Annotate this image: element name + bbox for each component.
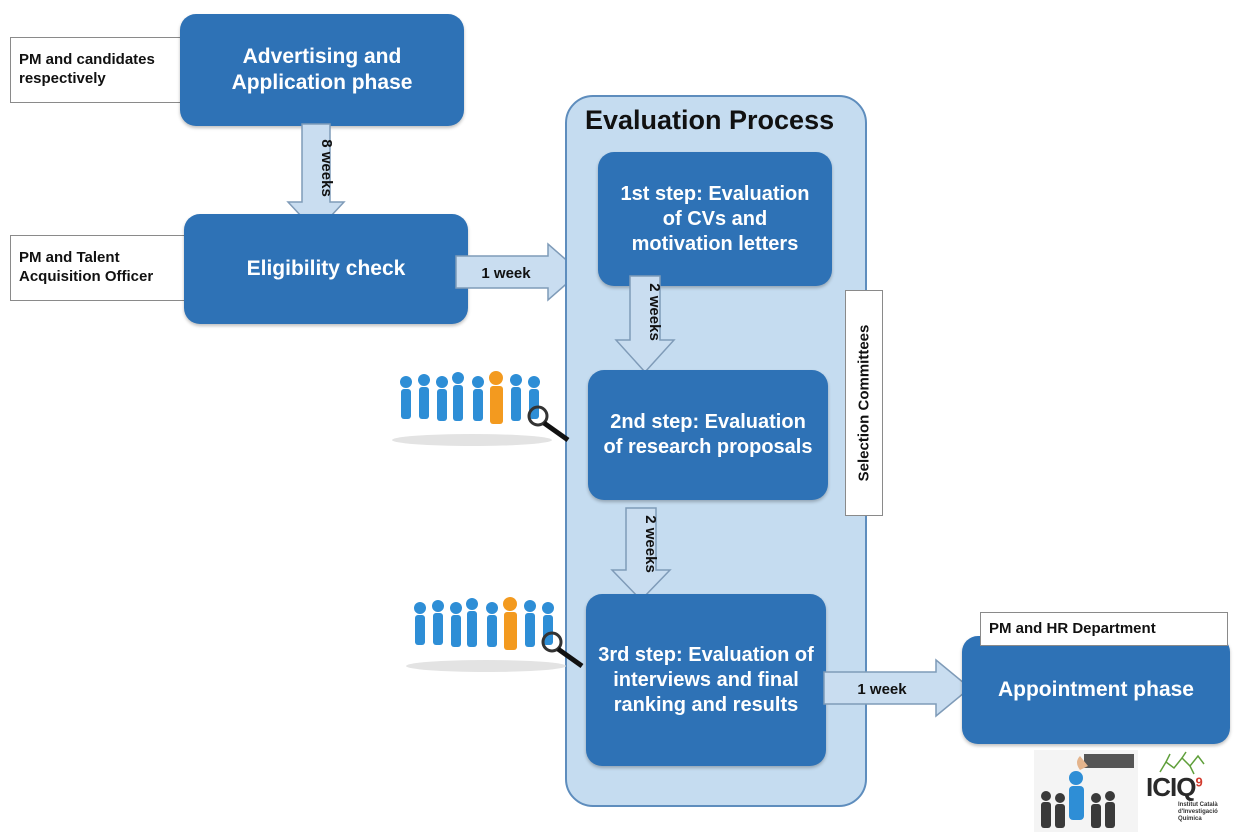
selection-committees-text: Selection Committees	[855, 324, 873, 482]
iciq-logo: ICIQ9 Institut Català d'Investigació Quí…	[1140, 751, 1236, 832]
iciq-logo-text: ICIQ	[1146, 772, 1196, 802]
arrow-adv-to-elig-text: 8 weeks	[318, 139, 335, 197]
eligibility-actor-label: PM and Talent Acquisition Officer	[10, 235, 210, 301]
arrow-step1-to-step2: 2 weeks	[614, 275, 676, 374]
iciq-logo-subtitle: Institut Català d'Investigació Química	[1178, 802, 1218, 822]
selection-committees-label: Selection Committees	[845, 290, 883, 516]
arrow-step2-to-step3-text: 2 weeks	[642, 515, 659, 573]
appointment-actor-label: PM and HR Department	[980, 612, 1228, 646]
people-group-icon	[392, 371, 570, 446]
appointment-phase-box: Appointment phase	[962, 636, 1230, 744]
arrow-step3-to-appointment: 1 week	[823, 658, 972, 718]
step2-box: 2nd step: Evaluation of research proposa…	[588, 370, 828, 500]
molecule-icon	[1159, 751, 1205, 775]
advertising-actor-label: PM and candidates respectively	[10, 37, 198, 103]
step1-box: 1st step: Evaluation of CVs and motivati…	[598, 152, 832, 286]
eligibility-check-box: Eligibility check	[184, 214, 468, 324]
people-group-icon	[406, 597, 584, 672]
hand-picking-icon	[1034, 750, 1138, 832]
arrow-step1-to-step2-text: 2 weeks	[646, 283, 663, 341]
iciq-logo-sup: 9	[1195, 774, 1202, 790]
arrow-elig-to-eval-text: 1 week	[481, 265, 531, 282]
arrow-step2-to-step3: 2 weeks	[610, 507, 672, 602]
advertising-phase-box: Advertising and Application phase	[180, 14, 464, 126]
arrow-elig-to-eval: 1 week	[455, 242, 582, 302]
step3-box: 3rd step: Evaluation of interviews and f…	[586, 594, 826, 766]
evaluation-process-title: Evaluation Process	[585, 105, 835, 135]
arrow-step3-to-appointment-text: 1 week	[857, 681, 907, 698]
